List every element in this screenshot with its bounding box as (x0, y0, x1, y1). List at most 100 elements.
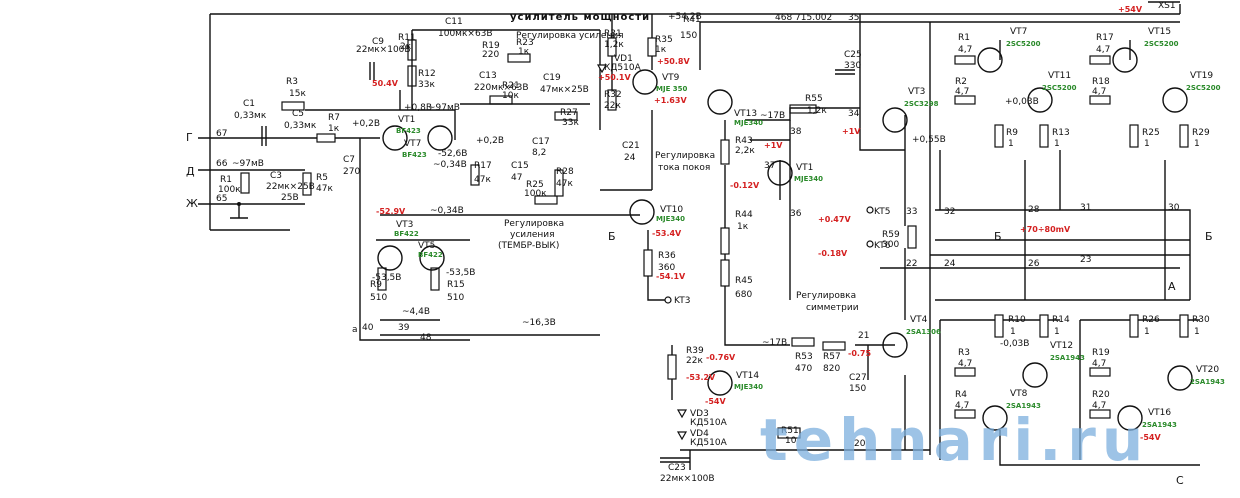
label-r25-out: R25 (1142, 128, 1160, 138)
measured-neg54-b: -54V (1140, 433, 1161, 442)
node-32: 32 (944, 207, 955, 217)
label-r57: R57 (823, 352, 841, 362)
label-vt8: VT8 (1010, 389, 1028, 399)
label-r7: R7 (328, 113, 340, 123)
input-pin-66: 66 (216, 159, 228, 169)
value-r17-out: 4,7 (1096, 45, 1110, 55)
resistor-r44 (720, 227, 730, 255)
measured-50-4: 50.4V (372, 79, 399, 88)
watermark: tehnari.ru (760, 406, 1149, 474)
annotation-gain-2: усиления (510, 230, 555, 240)
resistor-r25 (534, 195, 558, 205)
value-r19-out: 4,7 (1092, 359, 1106, 369)
measured-neg54-a: -54V (705, 397, 726, 406)
label-r17: R17 (474, 161, 492, 171)
resistor-r57 (822, 341, 846, 351)
value-r27: 33к (562, 118, 579, 128)
value-r11: 2к (400, 42, 412, 52)
part-vt7-out: 2SC5200 (1006, 40, 1041, 48)
label-r51: R51 (781, 426, 799, 436)
part-vd1: КД510А (604, 63, 642, 73)
node-21: 21 (858, 331, 869, 341)
input-label-g: Г (186, 131, 193, 144)
value-r29-out: 1 (1194, 139, 1200, 149)
label-r14-out: R14 (1052, 315, 1070, 325)
voltage-53-5-a: -53,5В (372, 273, 401, 283)
voltage-52-6: -52,6В (438, 149, 467, 159)
port-a: А (1168, 280, 1176, 293)
label-c27: C27 (849, 373, 867, 383)
value-c27: 150 (849, 384, 866, 394)
label-r27: R27 (560, 108, 578, 118)
part-vt3: BF422 (394, 230, 419, 238)
label-vt3-driver: VT3 (908, 87, 925, 97)
label-c25: C25 (844, 50, 862, 60)
label-vt4-driver: VT4 (910, 315, 928, 325)
value-r21: 10к (502, 91, 519, 101)
resistor-r7 (316, 133, 336, 143)
node-40: 40 (362, 323, 374, 333)
part-vt1-bias: MJE340 (794, 175, 823, 183)
part-vt12: 2SA1943 (1050, 354, 1085, 362)
value-r17: 47к (474, 175, 491, 185)
voltage-16-3: ~16,3В (522, 318, 556, 328)
label-r28: R28 (556, 167, 574, 177)
label-r17-out: R17 (1096, 33, 1114, 43)
part-vt16: 2SA1943 (1142, 421, 1177, 429)
label-r9-out: R9 (1006, 128, 1018, 138)
label-c1: C1 (243, 99, 255, 109)
label-r21: R21 (502, 81, 520, 91)
input-label-zh: Ж (186, 197, 198, 210)
part-vt14: MJE340 (734, 383, 763, 391)
node-38: 38 (790, 127, 802, 137)
value-r10-out: 1 (1010, 327, 1016, 337)
measured-0-18: -0.18V (818, 249, 848, 258)
node-33: 33 (906, 207, 917, 217)
value-r25: 100к (524, 189, 547, 199)
label-vt1: VT1 (398, 115, 415, 125)
label-c11: C11 (445, 17, 463, 27)
measured-0-76: -0.76V (706, 353, 736, 362)
value-c25: 330 (844, 61, 861, 71)
value-r3: 15к (289, 89, 306, 99)
input-label-d: Д (186, 165, 195, 178)
label-vt1-bias: VT1 (796, 163, 813, 173)
measured-70-80mv: +70÷80mV (1020, 225, 1071, 234)
value-r19: 220 (482, 50, 499, 60)
label-vd3: VD3 (690, 409, 709, 419)
label-r1: R1 (220, 175, 232, 185)
value-r14-out: 1 (1054, 327, 1060, 337)
voltage-54-2: +54,2В (668, 12, 702, 22)
annotation-gain-3: (ТЕМБР-ВЫК) (498, 241, 559, 251)
value-c13: 220мк×63В (474, 83, 529, 93)
measured-50-1: +50.1V (598, 73, 631, 82)
capacitors: C1 0,33мк C5 0,33мк C7 270 C3 22мк×25В 2… (234, 17, 867, 484)
port-b-mid: Б (994, 230, 1002, 243)
label-r12: R12 (418, 69, 436, 79)
label-r44: R44 (735, 210, 753, 220)
node-22: 22 (906, 259, 917, 269)
voltage-0-55: +0,55В (912, 135, 946, 145)
port-b-left: Б (608, 230, 616, 243)
value-r4-out: 4,7 (955, 401, 969, 411)
input-pin-67: 67 (216, 129, 227, 139)
value-r44: 1к (737, 222, 749, 232)
label-c5: C5 (292, 109, 304, 119)
label-r25: R25 (526, 180, 544, 190)
value-r9: 510 (370, 293, 387, 303)
value-c23: 22мк×100В (660, 474, 715, 484)
test-points: KT5 KT6 KT3 (664, 206, 891, 306)
value-r30-out: 1 (1194, 327, 1200, 337)
measured-0-75: -0.75 (848, 349, 871, 358)
label-r31: R31 (604, 29, 622, 39)
resistor-r9 (377, 267, 387, 291)
measured-0-47: +0.47V (818, 215, 851, 224)
node-24: 24 (944, 259, 956, 269)
part-vt9: MJE 350 (656, 85, 688, 93)
value-r1-out: 4,7 (958, 45, 972, 55)
value-r12: 33к (418, 80, 435, 90)
resistor-r39 (667, 354, 677, 380)
annotation-gain-top: Регулировка усиления (516, 31, 624, 41)
part-vt11: 2SC5200 (1042, 84, 1077, 92)
